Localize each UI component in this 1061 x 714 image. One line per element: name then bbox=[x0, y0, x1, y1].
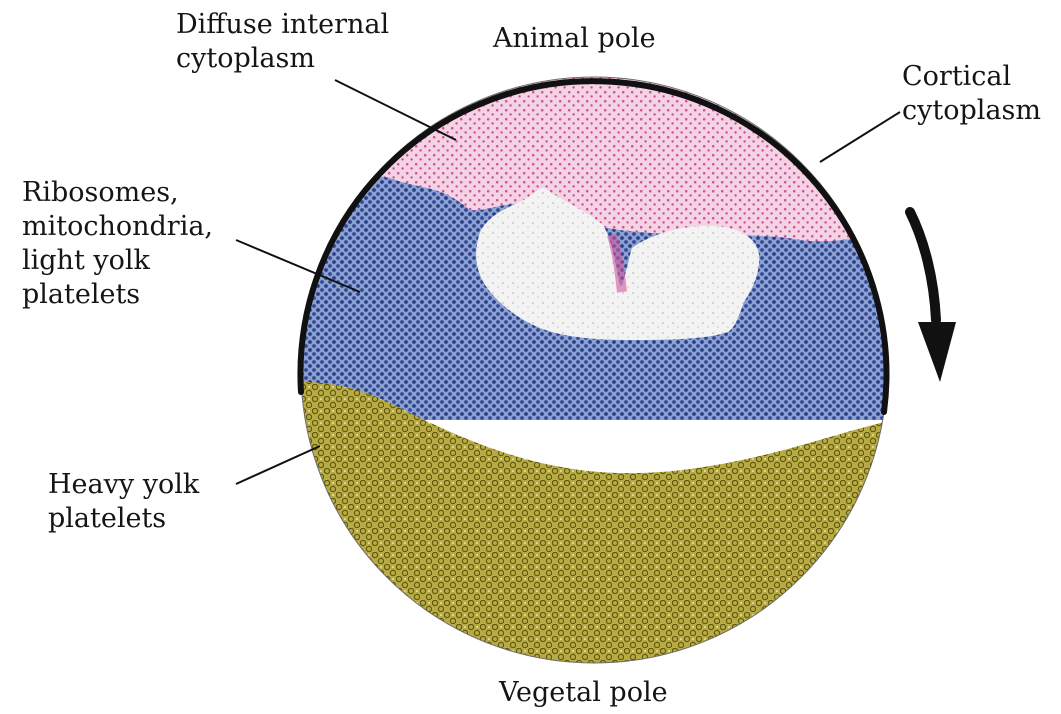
heavy-yolk-region bbox=[290, 382, 900, 700]
label-diffuse-internal-cytoplasm: Diffuse internal cytoplasm bbox=[176, 8, 389, 76]
leader-cortical bbox=[820, 112, 900, 162]
label-ribosomes: Ribosomes, mitochondria, light yolk plat… bbox=[22, 176, 213, 312]
leader-diffuse bbox=[335, 80, 456, 140]
leader-heavy-yolk bbox=[236, 446, 320, 484]
label-heavy-yolk-platelets: Heavy yolk platelets bbox=[48, 468, 199, 536]
curved-arrow-down-icon bbox=[910, 212, 956, 382]
label-animal-pole: Animal pole bbox=[493, 22, 656, 56]
label-vegetal-pole: Vegetal pole bbox=[499, 676, 668, 710]
label-cortical-cytoplasm: Cortical cytoplasm bbox=[902, 60, 1041, 128]
